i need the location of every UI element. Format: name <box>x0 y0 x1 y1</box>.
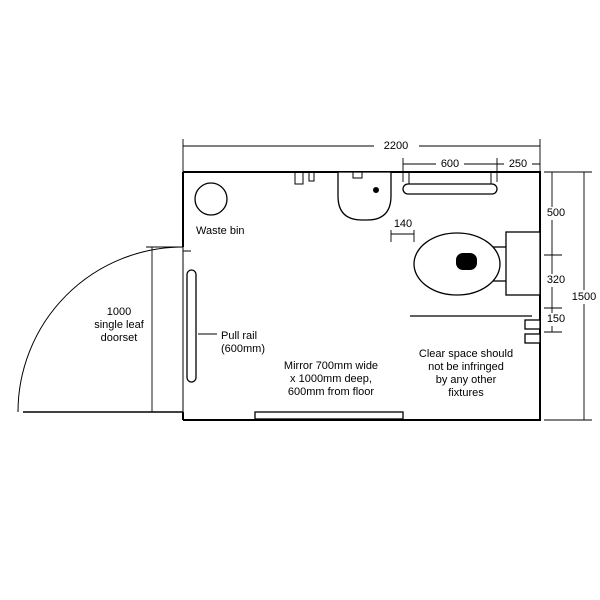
drop-down-rail <box>410 315 541 344</box>
dim-rail-offset-label: 150 <box>547 313 565 325</box>
door-type-label-2: doorset <box>101 332 138 344</box>
dim-basin-to-wc-label: 140 <box>394 218 412 230</box>
label-mask <box>389 218 417 230</box>
dim-right-chain: 500 320 150 <box>541 171 592 333</box>
mirror-note-line-3: 600mm from floor <box>288 386 375 398</box>
label-mask <box>541 207 571 220</box>
mirror-note: Mirror 700mm wide x 1000mm deep, 600mm f… <box>284 360 378 398</box>
label-mask <box>566 290 600 304</box>
label-mask <box>541 274 571 287</box>
label-mask <box>504 157 532 170</box>
tap-symbol <box>352 171 363 179</box>
waste-bin-label: Waste bin <box>196 225 245 237</box>
wc-cistern <box>505 231 541 296</box>
label-mask <box>436 157 464 170</box>
rail-wall-bracket <box>524 319 541 330</box>
clear-space-line-2: not be infringed <box>428 361 504 373</box>
grab-rail-bar <box>402 183 498 195</box>
pull-rail-label-1: Pull rail <box>221 330 257 342</box>
toilet <box>413 231 541 296</box>
pull-rail-note: Pull rail (600mm) <box>198 330 265 355</box>
dim-rail-to-wall-label: 250 <box>509 158 527 170</box>
dim-door: 1000 single leaf doorset <box>94 246 183 413</box>
waste-outlet-symbol <box>373 187 379 193</box>
clear-space-line-3: by any other <box>436 374 497 386</box>
clear-space-line-1: Clear space should <box>419 348 513 360</box>
dim-room-depth-label: 1500 <box>572 291 596 303</box>
dim-overall-width-label: 2200 <box>384 140 408 152</box>
dim-wc-zone-label: 320 <box>547 274 565 286</box>
mirror <box>254 411 404 420</box>
pull-rail <box>186 269 197 383</box>
dim-room-depth: 1500 <box>544 172 600 421</box>
dim-wall-to-wc-label: 500 <box>547 207 565 219</box>
dispenser-symbol <box>308 171 315 182</box>
door-swing-arc <box>17 246 184 413</box>
clear-space-note: Clear space should not be infringed by a… <box>419 348 513 399</box>
dim-overall-width: 2200 <box>182 139 541 172</box>
label-mask <box>374 139 419 153</box>
clear-space-line-4: fixtures <box>448 387 484 399</box>
wall-dispensers <box>294 171 315 185</box>
basin-bowl <box>337 171 392 221</box>
pull-rail-label-2: (600mm) <box>221 343 265 355</box>
grab-rail <box>402 172 498 195</box>
dim-rail-segments: 600 250 <box>402 157 540 182</box>
waste-bin-symbol <box>194 182 228 216</box>
dim-grab-rail-label: 600 <box>441 158 459 170</box>
mirror-note-line-2: x 1000mm deep, <box>290 373 372 385</box>
dispenser-symbol <box>294 171 304 185</box>
waste-bin: Waste bin <box>194 182 245 237</box>
dim-door-width-label: 1000 <box>107 306 131 318</box>
rail-wall-bracket <box>524 333 541 344</box>
door-type-label-1: single leaf <box>94 319 144 331</box>
washbasin <box>337 171 392 221</box>
mirror-symbol <box>254 411 404 420</box>
mirror-note-line-1: Mirror 700mm wide <box>284 360 378 372</box>
dim-basin-to-wc: 140 <box>389 218 417 242</box>
wc-flush-area <box>456 253 477 270</box>
pull-rail-bar <box>186 269 197 383</box>
label-mask <box>541 313 571 326</box>
